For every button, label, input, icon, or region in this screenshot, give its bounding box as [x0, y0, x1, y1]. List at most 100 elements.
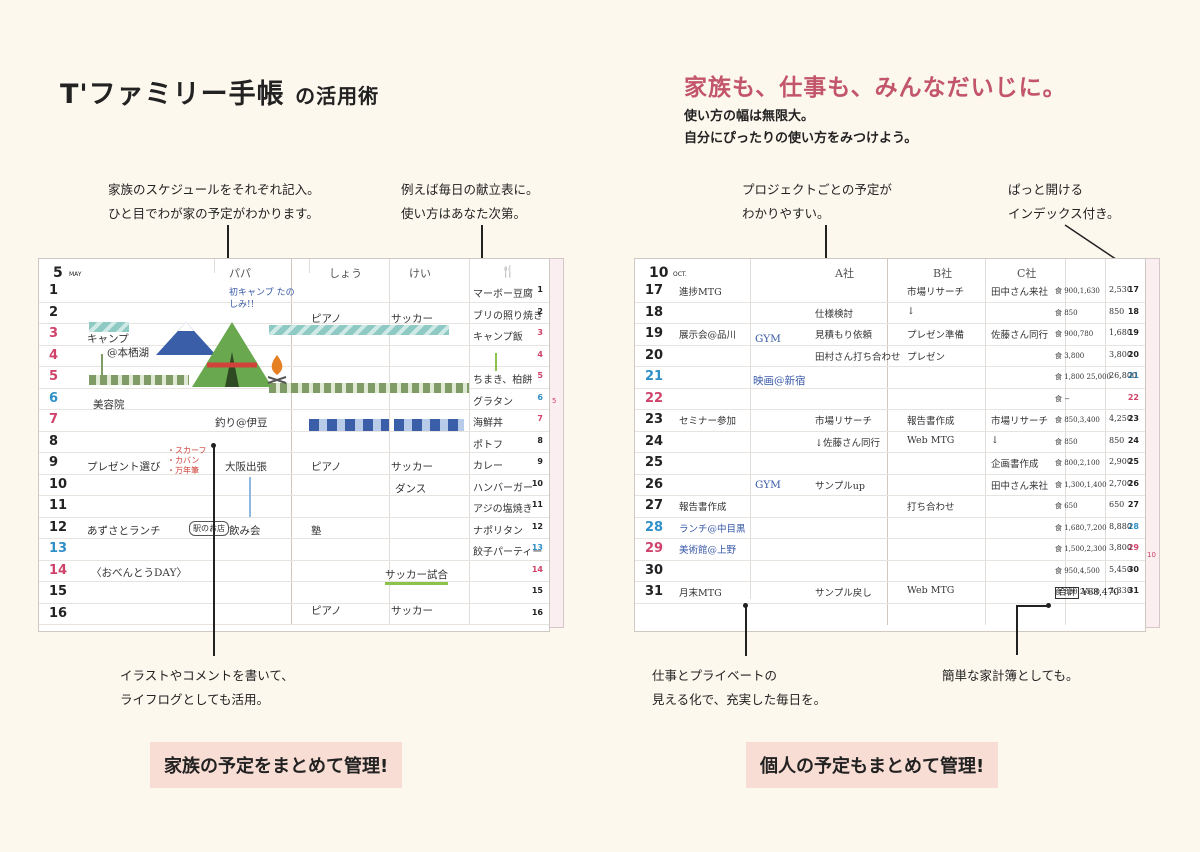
- daily-total: 3,330: [1109, 586, 1132, 595]
- expense: 食 830,2,500: [1055, 588, 1100, 596]
- headline: 家族も、仕事も、みんなだいじに。: [684, 75, 1067, 101]
- fork-knife-icon: 🍴: [501, 265, 515, 278]
- day-number: 9: [49, 455, 59, 470]
- day-number: 20: [645, 347, 664, 363]
- entry-obento: 〈おべんとうDAY〉: [91, 567, 188, 579]
- day-number-right: 8: [537, 435, 543, 445]
- day-number-right: 22: [1127, 392, 1139, 402]
- day-number: 25: [645, 455, 664, 470]
- day-number: 22: [645, 390, 664, 406]
- note-lifelog: イラストやコメントを書いて、ライフログとしても活用。: [120, 668, 294, 707]
- day-number-right: 26: [1127, 478, 1139, 488]
- entry-a: 田村さん打ち合わせ: [815, 351, 901, 363]
- daily-total: 5,450: [1109, 564, 1132, 574]
- expense: 食 3,800: [1055, 351, 1085, 360]
- expense: 食 950,4,500: [1055, 566, 1100, 575]
- day-number-right: 31: [1127, 586, 1139, 595]
- column-head-b: B社: [933, 267, 953, 280]
- note-projects: プロジェクトごとの予定がわかりやすい。: [742, 182, 892, 221]
- tent-illustration: [192, 322, 272, 387]
- menu-item: アジの塩焼き: [473, 504, 533, 515]
- day-number: 5: [49, 369, 59, 384]
- day-number-right: 15: [531, 586, 543, 595]
- day-number-right: 17: [1127, 285, 1139, 294]
- expense: 食 650: [1055, 502, 1078, 510]
- expense: 食 1,800 25,000: [1055, 373, 1111, 381]
- daily-total: 3,800: [1109, 349, 1132, 359]
- note-menu: 例えば毎日の献立表に。使い方はあなた次第。: [401, 182, 539, 221]
- day-number-right: 25: [1127, 457, 1139, 466]
- entry-c: 田中さん来社: [991, 480, 1049, 492]
- day-number: 3: [49, 326, 59, 341]
- papa-note: 初キャンプ たのしみ!!: [229, 288, 295, 310]
- day-number-right: 29: [1127, 543, 1139, 552]
- daily-total: 26,800: [1109, 371, 1137, 380]
- menu-item: カレー: [473, 461, 503, 472]
- expense: 食 850,3,400: [1055, 416, 1100, 424]
- day-number: 23: [645, 412, 664, 427]
- index-tab[interactable]: 10: [1144, 258, 1160, 628]
- expense: 食 900,780: [1055, 330, 1094, 338]
- index-tab[interactable]: 5: [548, 258, 564, 628]
- banner-personal: 個人の予定もまとめて管理!: [746, 742, 999, 788]
- daily-total: 2,700: [1109, 478, 1132, 488]
- expense: 食 900,1,630: [1055, 287, 1100, 295]
- entry-b: Web MTG: [907, 585, 955, 596]
- entry-c: ↓: [991, 434, 999, 446]
- day-number-right: 19: [1127, 328, 1139, 337]
- leader-line: [825, 225, 827, 277]
- day-number-right: 6: [537, 392, 543, 402]
- entry-c: 田中さん来社: [991, 287, 1049, 298]
- day-number-right: 24: [1127, 435, 1139, 445]
- entry-left: ランチ@中目黒: [679, 523, 746, 535]
- entry-a: ↓佐藤さん同行: [815, 437, 880, 449]
- month-number: 10: [649, 265, 669, 281]
- day-number-right: 1: [537, 285, 543, 294]
- note-family-schedule: 家族のスケジュールをそれぞれ記入。ひと目でわが家の予定がわかります。: [108, 182, 320, 221]
- entry-a: サンプル戻し: [815, 588, 872, 599]
- subline: 使い方の幅は無限大。自分にぴったりの使い方をみつけよう。: [684, 109, 918, 146]
- budget-total: 合計 ¥68,470: [1055, 585, 1119, 599]
- day-number-right: 4: [537, 349, 543, 359]
- day-number: 16: [49, 605, 68, 621]
- entry-tsuri: 釣り@伊豆: [215, 417, 268, 429]
- note-visualize: 仕事とプライベートの見える化で、充実した毎日を。: [652, 668, 827, 707]
- entry-left: 報告書作成: [679, 502, 727, 513]
- day-number: 27: [645, 498, 664, 513]
- menu-item: ブリの照り焼き: [473, 310, 543, 322]
- entry-left: 展示会@品川: [679, 330, 737, 341]
- day-number: 24: [645, 433, 664, 449]
- menu-item: マーボー豆腐: [473, 289, 533, 300]
